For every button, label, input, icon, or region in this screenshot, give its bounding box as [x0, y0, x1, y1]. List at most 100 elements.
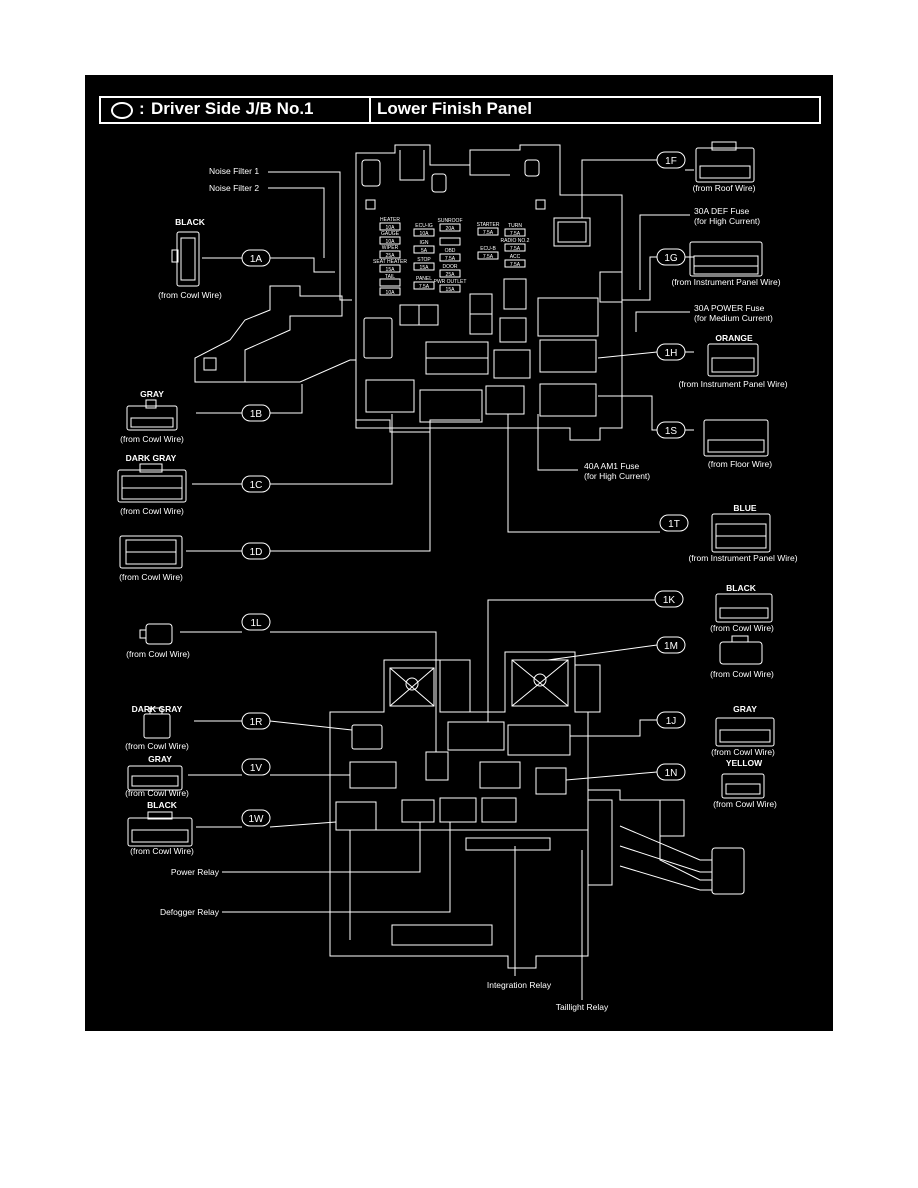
header-title: Driver Side J/B No.1: [151, 99, 314, 118]
connector-id-1L: 1L: [250, 618, 262, 629]
connector-id-1W: 1W: [249, 814, 265, 825]
connector-1G-drawing: [689, 241, 763, 277]
connector-color-1C: DARK GRAY: [126, 453, 177, 463]
connector-note-1W: (from Cowl Wire): [130, 846, 194, 856]
fuse-ecu-ig-amp: 10A: [420, 231, 430, 237]
fuse-pwr-outlet: PWR OUTLET: [434, 279, 467, 285]
connector-note-1T: (from Instrument Panel Wire): [688, 553, 797, 563]
connector-id-1T: 1T: [668, 519, 680, 530]
connector-id-1A: 1A: [250, 254, 263, 265]
oval-icon: [111, 102, 133, 119]
label-def-fuse-note: (for High Current): [694, 216, 760, 226]
fuse-starter: STARTER: [477, 222, 500, 228]
fuse-stop: STOP: [417, 257, 431, 263]
connector-id-1C: 1C: [250, 480, 263, 491]
connector-1N-drawing: [721, 773, 765, 799]
fuse-wiper: WIPER: [382, 245, 399, 251]
fuse-tail-amp: 10A: [386, 290, 396, 296]
header-prefix: :: [139, 99, 145, 118]
label-defogger-relay: Defogger Relay: [160, 907, 220, 917]
connector-1D-drawing: [119, 535, 183, 569]
fuse-ecu-ig: ECU-IG: [415, 223, 433, 229]
fuse-starter-amp: 7.5A: [483, 230, 494, 236]
label-am1-fuse: 40A AM1 Fuse: [584, 461, 640, 471]
connector-1R-drawing: [143, 707, 171, 739]
connector-note-1D: (from Cowl Wire): [119, 572, 183, 582]
label-power-relay: Power Relay: [171, 867, 220, 877]
connector-1K-drawing: [715, 593, 773, 623]
fuse-obd: OBD: [445, 248, 456, 254]
fuse-sunroof: SUNROOF: [438, 218, 463, 224]
connector-id-1M: 1M: [664, 641, 678, 652]
fuse-pwr-outlet-amp: 15A: [446, 287, 456, 293]
fuse-acc: ACC: [510, 254, 521, 260]
fuse-door-amp: 25A: [446, 272, 456, 278]
fuse-gauge: GAUGE: [381, 231, 400, 237]
connector-note-1M: (from Cowl Wire): [710, 669, 774, 679]
fuse-ecu-b: ECU-B: [480, 246, 496, 252]
connector-1B-drawing: [126, 399, 178, 431]
label-am1-fuse-note: (for High Current): [584, 471, 650, 481]
label-integration-relay: Integration Relay: [487, 980, 552, 990]
connector-color-1H: ORANGE: [715, 333, 753, 343]
label-taillight-relay: Taillight Relay: [556, 1002, 609, 1012]
connector-note-1C: (from Cowl Wire): [120, 506, 184, 516]
fuse-turn: TURN: [508, 223, 522, 229]
fuse-sunroof-amp: 20A: [446, 226, 456, 232]
connector-1M-drawing: [719, 635, 763, 665]
connector-note-1N: (from Cowl Wire): [713, 799, 777, 809]
connector-id-1H: 1H: [665, 348, 678, 359]
connector-1T-drawing: [711, 513, 771, 553]
connector-color-1V: GRAY: [148, 754, 172, 764]
upper-junction-block: [194, 144, 623, 441]
header-bar: : Driver Side J/B No.1 Lower Finish Pane…: [99, 96, 821, 124]
lower-junction-block: [329, 651, 745, 969]
connector-1A-drawing: [171, 231, 200, 287]
fuse-panel: PANEL: [416, 276, 432, 282]
fuse-heater-amp: 10A: [386, 225, 396, 231]
connector-id-1V: 1V: [250, 763, 263, 774]
connector-1S-drawing: [703, 419, 769, 457]
connector-1C-drawing: [117, 463, 187, 503]
connector-color-1T: BLUE: [733, 503, 756, 513]
fuse-ign: IGN: [420, 240, 429, 246]
connector-id-1B: 1B: [250, 409, 263, 420]
connector-note-1B: (from Cowl Wire): [120, 434, 184, 444]
connector-note-1J: (from Cowl Wire): [711, 747, 775, 757]
connector-id-1J: 1J: [666, 716, 677, 727]
connector-id-1N: 1N: [665, 768, 678, 779]
connector-1W-drawing: [127, 811, 193, 847]
fuse-seat-heater: SEAT HEATER: [373, 259, 407, 265]
connector-1H-drawing: [707, 343, 759, 377]
connector-id-1R: 1R: [250, 717, 263, 728]
fuse-obd-amp: 7.5A: [445, 256, 456, 262]
connector-note-1S: (from Floor Wire): [708, 459, 772, 469]
header-location: Lower Finish Panel: [377, 99, 532, 118]
connector-id-1K: 1K: [663, 595, 676, 606]
label-noise-filter-2: Noise Filter 2: [209, 183, 259, 193]
connector-1F-drawing: [695, 141, 755, 183]
connector-note-1L: (from Cowl Wire): [126, 649, 190, 659]
label-power-fuse-note: (for Medium Current): [694, 313, 773, 323]
fuse-radio-amp: 7.5A: [510, 246, 521, 252]
connector-id-1G: 1G: [664, 253, 678, 264]
connector-id-1F: 1F: [665, 156, 677, 167]
label-power-fuse: 30A POWER Fuse: [694, 303, 765, 313]
connector-color-1K: BLACK: [726, 583, 757, 593]
fuse-seat-heater-amp: 15A: [386, 267, 396, 273]
connector-1V-drawing: [127, 765, 183, 791]
connector-1J-drawing: [715, 717, 775, 747]
fuse-door: DOOR: [443, 264, 458, 270]
label-def-fuse: 30A DEF Fuse: [694, 206, 750, 216]
connector-color-1N: YELLOW: [726, 758, 763, 768]
fuse-ign-amp: 5A: [421, 248, 428, 254]
connector-note-1K: (from Cowl Wire): [710, 623, 774, 633]
connector-color-1A: BLACK: [175, 217, 206, 227]
fuse-panel-amp: 7.5A: [419, 284, 430, 290]
connector-drawings: [117, 141, 775, 847]
label-noise-filter-1: Noise Filter 1: [209, 166, 259, 176]
connector-color-1J: GRAY: [733, 704, 757, 714]
connector-color-1W: BLACK: [147, 800, 178, 810]
fuse-radio: RADIO NO.2: [501, 238, 530, 244]
